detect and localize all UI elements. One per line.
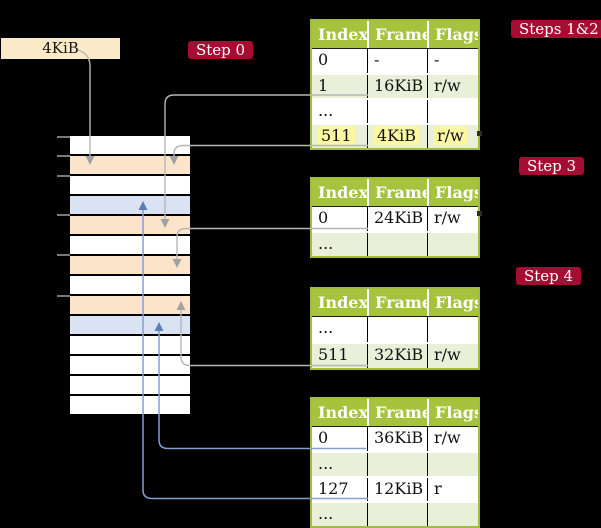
- column-header-frame: Frame: [367, 289, 427, 316]
- cell-index: ...: [318, 504, 334, 523]
- cell-flags: [427, 453, 478, 476]
- table-row: 0 24KiB r/w: [312, 206, 478, 231]
- memory-frame: [70, 276, 190, 296]
- cell-frame: 32KiB: [367, 344, 427, 368]
- cell-frame: 4KiB: [367, 125, 427, 148]
- cell-flags: [427, 233, 478, 256]
- memory-frame: [70, 176, 190, 196]
- page-table-steps-1-2: Index Frame Flags 0 - - 1 16KiB r/w ... …: [310, 19, 480, 150]
- table-row: ...: [312, 316, 478, 342]
- page-table-step-4: Index Frame Flags ... 511 32KiB r/w: [310, 287, 480, 370]
- table-row: ...: [312, 451, 478, 476]
- table-row-highlighted: 511 4KiB r/w: [312, 123, 478, 148]
- address-tick: [57, 136, 70, 138]
- physical-memory-stack: [70, 136, 190, 416]
- cell-index: ...: [318, 234, 334, 253]
- column-header-index: Index: [318, 183, 367, 202]
- step0-badge: Step 0: [188, 41, 254, 59]
- column-header-flags: Flags: [427, 289, 478, 316]
- column-header-flags: Flags: [427, 399, 478, 426]
- table-row: 127 12KiB r: [312, 476, 478, 501]
- column-header-flags: Flags: [427, 21, 478, 48]
- cell-frame: [367, 100, 427, 123]
- cell-index: 511: [312, 125, 367, 148]
- column-header-frame: Frame: [367, 399, 427, 426]
- table-row: 0 - -: [312, 48, 478, 73]
- steps-1-2-badge: Steps 1&2: [511, 20, 601, 38]
- cell-index: 511: [318, 345, 349, 364]
- cell-index: ...: [318, 454, 334, 473]
- column-header-frame: Frame: [367, 179, 427, 206]
- cell-flags: r/w: [427, 207, 478, 231]
- table-row: 0 36KiB r/w: [312, 426, 478, 451]
- address-tick: [57, 155, 70, 157]
- cell-flags: [427, 100, 478, 123]
- cell-flags: -: [427, 49, 478, 73]
- memory-frame: [70, 136, 190, 156]
- step4-badge: Step 4: [516, 267, 582, 285]
- step3-badge: Step 3: [519, 157, 585, 175]
- cell-index: ...: [318, 101, 334, 120]
- cell-frame: 16KiB: [367, 75, 427, 98]
- table-row: 511 32KiB r/w: [312, 342, 478, 368]
- cell-flags: r/w: [427, 427, 478, 451]
- address-tick: [57, 214, 70, 216]
- table-row: 1 16KiB r/w: [312, 73, 478, 98]
- cell-index: 127: [318, 479, 349, 498]
- highlight: r/w: [434, 126, 467, 145]
- cell-index: 0: [318, 208, 329, 227]
- memory-frame: [70, 256, 190, 276]
- frame-size-label: 4KiB: [1, 38, 120, 59]
- address-tick: [57, 295, 70, 297]
- cell-flags: r/w: [427, 75, 478, 98]
- table-row: ...: [312, 501, 478, 526]
- column-header-flags: Flags: [427, 179, 478, 206]
- cell-index: 0: [318, 50, 329, 69]
- address-tick: [57, 175, 70, 177]
- cell-frame: -: [367, 49, 427, 73]
- cell-frame: 12KiB: [367, 478, 427, 501]
- highlight: 511: [318, 126, 355, 145]
- table-row: ...: [312, 98, 478, 123]
- cell-flags: [427, 503, 478, 526]
- memory-frame: [70, 196, 190, 216]
- table-header: Index Frame Flags: [312, 399, 478, 426]
- cell-frame: [367, 317, 427, 342]
- table-header: Index Frame Flags: [312, 179, 478, 206]
- column-header-index: Index: [318, 293, 367, 312]
- address-tick: [57, 254, 70, 256]
- memory-frame: [70, 216, 190, 236]
- memory-frame: [70, 296, 190, 316]
- memory-frame: [70, 356, 190, 376]
- memory-frame: [70, 156, 190, 176]
- cell-flags: [427, 317, 478, 342]
- cell-flags: r/w: [427, 125, 478, 148]
- cell-index: 0: [318, 428, 329, 447]
- cell-flags: r/w: [427, 344, 478, 368]
- cell-frame: [367, 503, 427, 526]
- cell-frame: 24KiB: [367, 207, 427, 231]
- table-header: Index Frame Flags: [312, 21, 478, 48]
- memory-frame: [70, 236, 190, 256]
- cell-flags: r: [427, 478, 478, 501]
- table-row: ...: [312, 231, 478, 256]
- cell-frame: 36KiB: [367, 427, 427, 451]
- memory-frame: [70, 336, 190, 356]
- cell-frame: [367, 233, 427, 256]
- memory-frame: [70, 316, 190, 336]
- cell-frame: [367, 453, 427, 476]
- highlight: 4KiB: [374, 126, 420, 145]
- page-table-final-level: Index Frame Flags 0 36KiB r/w ... 127 12…: [310, 397, 480, 528]
- memory-frame: [70, 376, 190, 396]
- column-header-index: Index: [318, 25, 367, 44]
- memory-frame: [70, 396, 190, 416]
- page-table-step-3: Index Frame Flags 0 24KiB r/w ...: [310, 177, 480, 258]
- cell-index: 1: [318, 76, 329, 95]
- table-header: Index Frame Flags: [312, 289, 478, 316]
- column-header-index: Index: [318, 403, 367, 422]
- column-header-frame: Frame: [367, 21, 427, 48]
- cell-index: ...: [318, 318, 334, 337]
